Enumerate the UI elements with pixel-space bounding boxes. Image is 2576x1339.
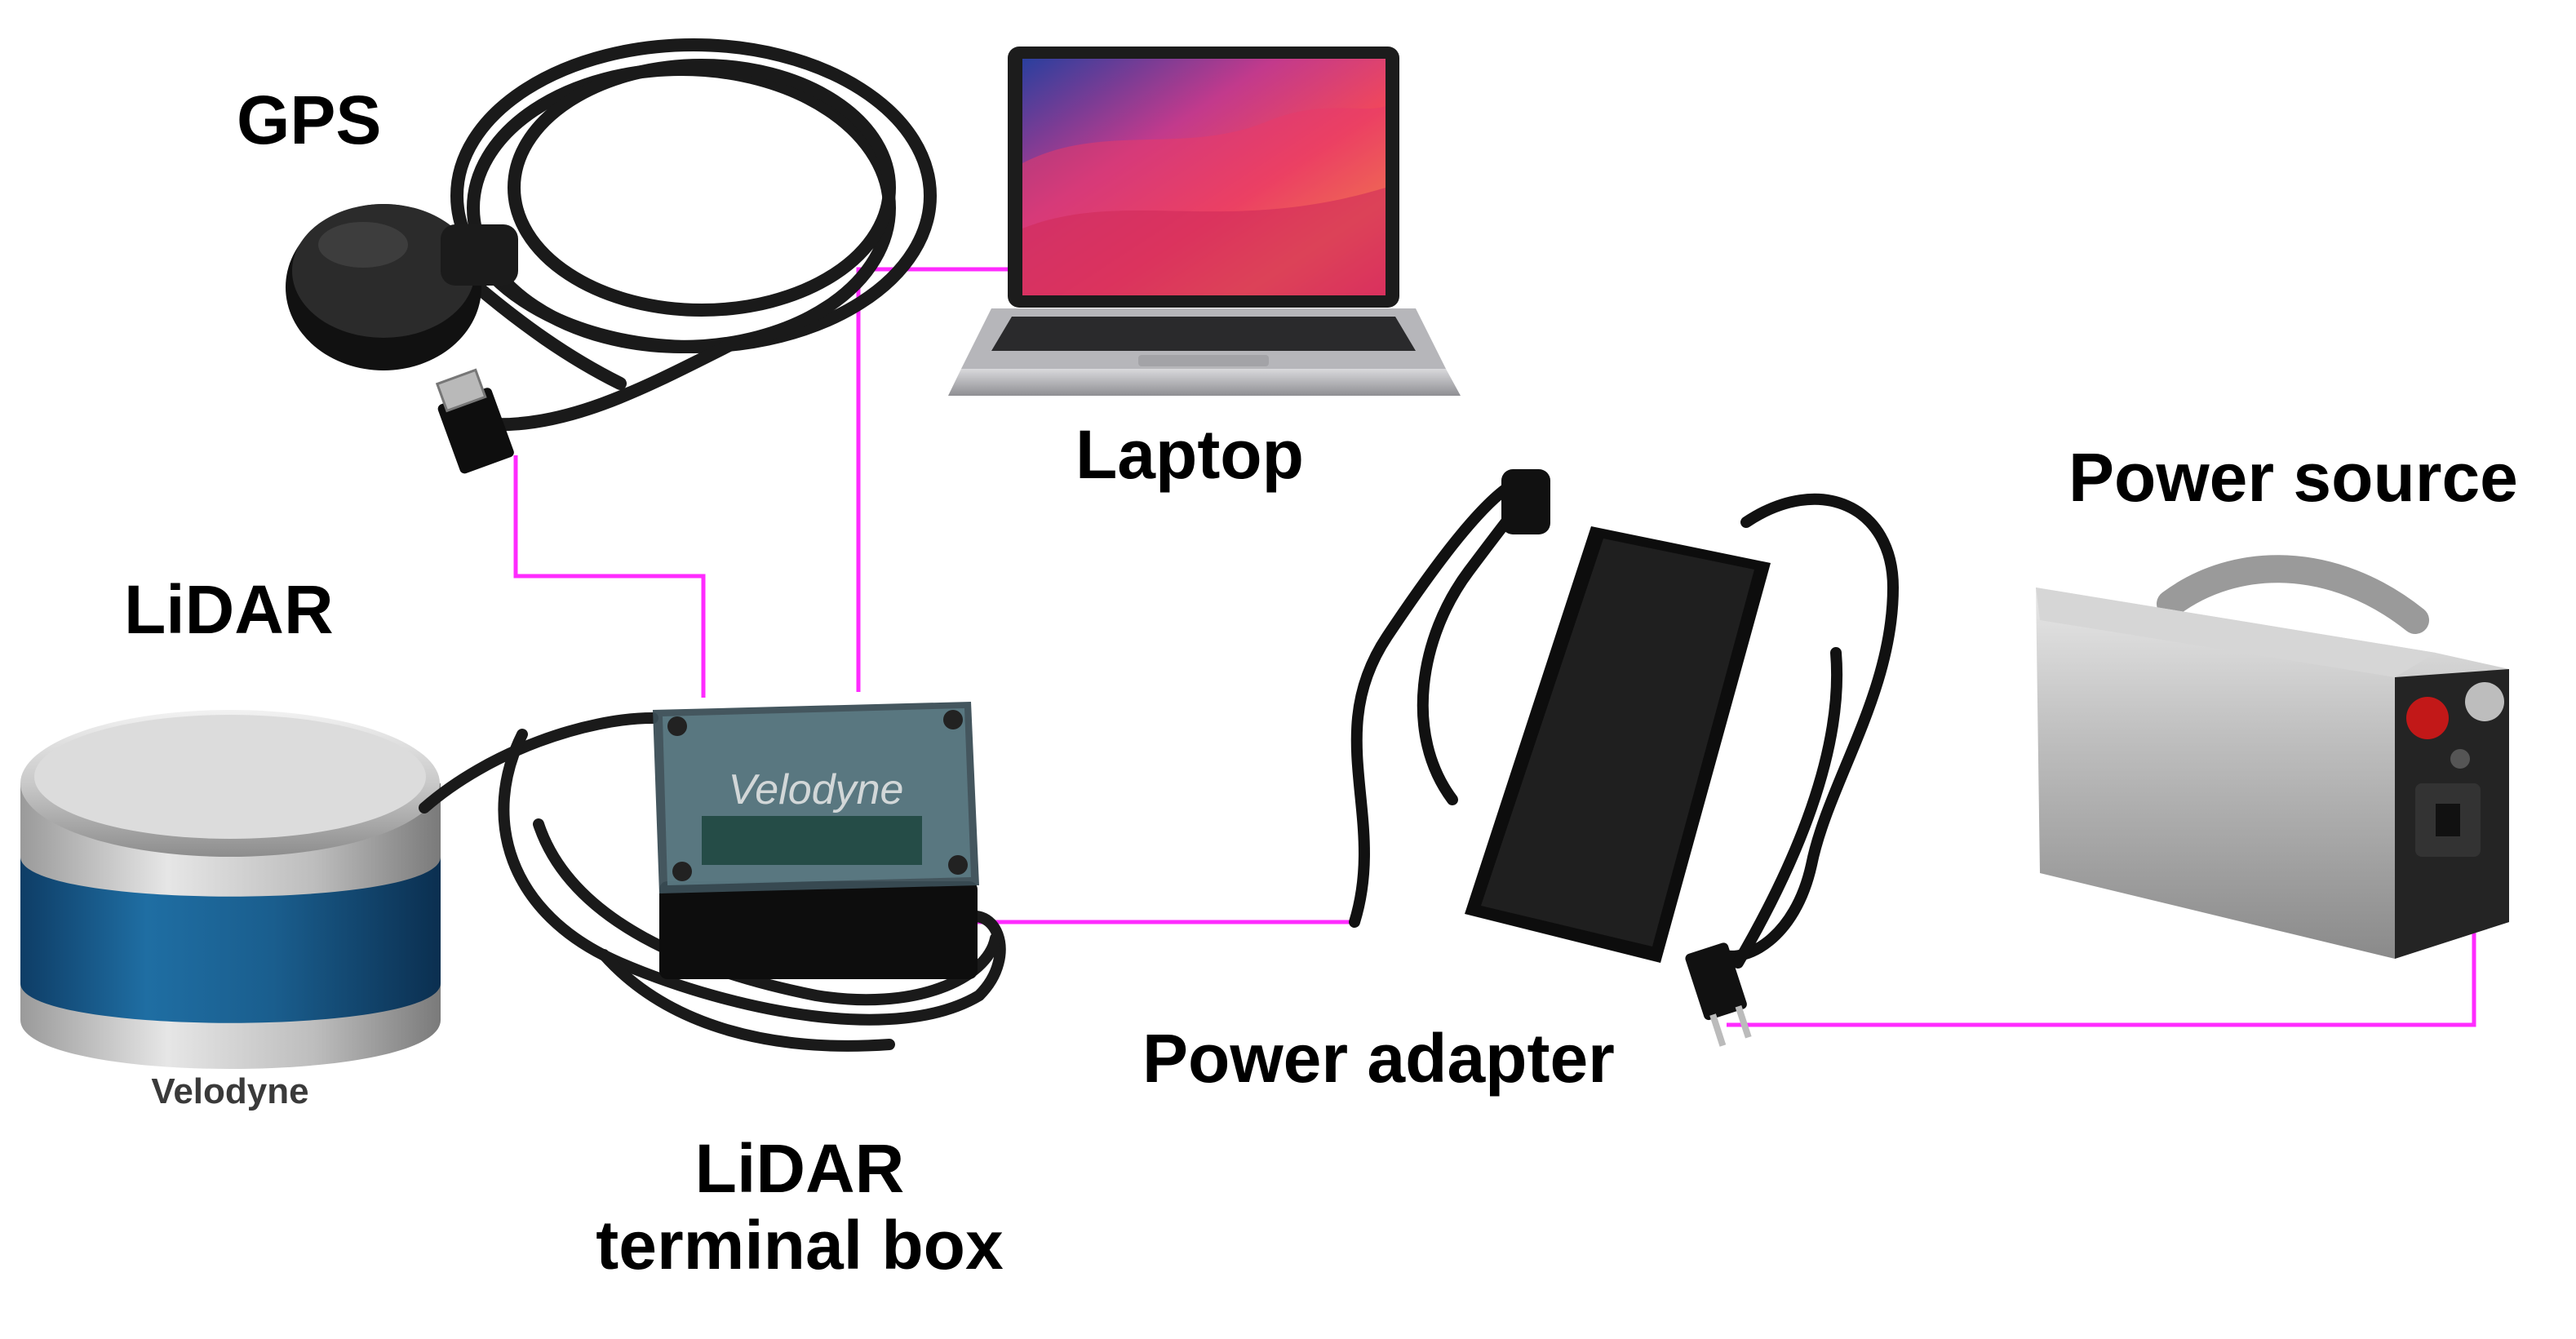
terminal-box-label: LiDAR terminal box — [587, 1130, 1012, 1284]
connection-lines — [513, 267, 2476, 1027]
terminal-box-label-line1: LiDAR — [694, 1130, 905, 1207]
laptop-label: Laptop — [1075, 416, 1304, 493]
gps-to-terminal-box-line — [513, 455, 706, 698]
power-source-device — [2036, 555, 2509, 959]
adapter-to-power-source-line — [1727, 906, 2476, 1027]
power-adapter-label: Power adapter — [1142, 1020, 1615, 1097]
terminal-box-device: Velodyne — [419, 702, 1006, 1052]
lidar-label: LiDAR — [124, 571, 334, 648]
laptop-device — [948, 47, 1461, 396]
power-source-label: Power source — [2068, 439, 2518, 516]
terminal-box-label-line2: terminal box — [596, 1207, 1004, 1284]
power-adapter-device — [1349, 469, 1900, 1047]
lidar-brand-text: Velodyne — [151, 1071, 308, 1111]
lidar-device: Velodyne — [20, 710, 441, 1111]
terminal-box-brand-text: Velodyne — [729, 766, 904, 814]
gps-label: GPS — [237, 82, 382, 158]
laptop-to-terminal-box-line — [856, 267, 1012, 692]
gps-device — [286, 38, 937, 474]
